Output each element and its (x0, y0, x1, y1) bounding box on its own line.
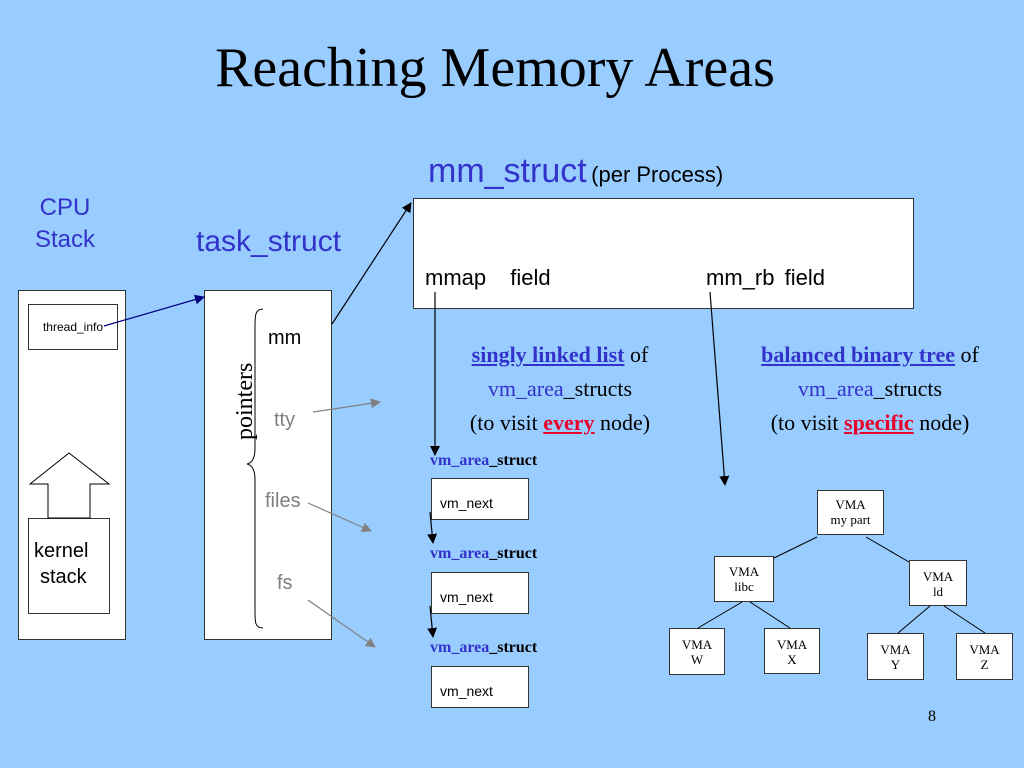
page-number: 8 (928, 708, 936, 725)
vm-area-label-3-b: _struct (489, 639, 538, 656)
tree-vm-area-text: vm_area (797, 376, 874, 401)
vm-area-label-1-b: _struct (489, 452, 538, 469)
list-visit-prefix: (to visit (469, 410, 538, 435)
vma-x-node: VMA X (764, 628, 820, 674)
tree-visit-suffix: node) (919, 410, 970, 435)
vm-area-struct-1: vm_next (431, 478, 529, 520)
vma-w-l1: VMA (681, 637, 713, 652)
kernel-label-line2: stack (40, 566, 87, 588)
cpu-stack-label: CPU Stack (20, 192, 110, 256)
field-tty: tty (274, 409, 296, 431)
list-of-text: of (630, 342, 649, 367)
field-mm: mm (268, 327, 302, 349)
mmap-field-name: mmap (425, 265, 487, 290)
mm-struct-heading: mm_struct (per Process) (428, 152, 723, 191)
vma-y-l1: VMA (880, 642, 911, 657)
vma-root-node: VMA my part (817, 490, 884, 535)
kernel-stack-label: kernel stack (34, 538, 88, 590)
balanced-binary-tree-link[interactable]: balanced binary tree (761, 342, 956, 367)
vma-z-l2: Z (980, 657, 989, 672)
vm-area-struct-2: vm_next (431, 572, 529, 614)
mm-rb-field-suffix: field (784, 265, 825, 290)
mmap-field: mmap field (425, 265, 551, 291)
vma-libc-l2: libc (734, 579, 754, 594)
field-fs: fs (277, 572, 293, 594)
mm-rb-field-name: mm_rb (706, 265, 775, 290)
list-description: singly linked list of vm_area_structs (t… (410, 338, 710, 440)
mm-to-mm-struct-arrow (331, 202, 412, 325)
mm-struct-subtitle: (per Process) (591, 162, 724, 187)
mm-rb-field: mm_rb field (706, 265, 825, 291)
vma-y-l2: Y (890, 657, 901, 672)
vm-next-field-3: vm_next (440, 683, 493, 699)
tree-edge-root-libc (773, 536, 818, 559)
task-struct-box (204, 290, 332, 640)
vm-next-field-1: vm_next (440, 495, 493, 511)
tree-edge-ld-y (897, 605, 931, 634)
cpu-label-line1: CPU (39, 194, 91, 221)
vma-x-l2: X (787, 652, 797, 667)
vma-libc-node: VMA libc (714, 556, 774, 602)
vm-area-label-2-b: _struct (489, 545, 538, 562)
vm-next-field-2: vm_next (440, 589, 493, 605)
vma-root-l2: my part (830, 512, 871, 527)
vma-w-node: VMA W (669, 628, 725, 675)
vma-ld-l1: VMA (922, 569, 954, 584)
cpu-label-line2: Stack (34, 226, 96, 253)
thread-info-label: thread_info (42, 320, 104, 334)
vm-area-label-2: vm_area_struct (430, 545, 537, 563)
slide-title: Reaching Memory Areas (215, 37, 775, 99)
vm-area-struct-3: vm_next (431, 666, 529, 708)
vma-x-l1: VMA (776, 637, 808, 652)
tree-edge-libc-w (697, 601, 743, 629)
thread-info-box: thread_info (28, 304, 118, 350)
tree-edge-libc-x (749, 601, 791, 629)
vma-ld-l2: ld (932, 584, 944, 599)
vm-area-label-2-a: vm_area (430, 545, 490, 562)
list-vm-area-text: vm_area (487, 376, 564, 401)
vma-y-node: VMA Y (867, 633, 924, 680)
vm-area-label-1-a: vm_area (430, 452, 490, 469)
mm-struct-box (413, 198, 914, 309)
kernel-label-line1: kernel (34, 540, 89, 562)
list-structs-text: _structs (563, 376, 633, 401)
kernel-stack-box (28, 518, 110, 614)
vma-libc-l1: VMA (728, 564, 760, 579)
vma-ld-node: VMA ld (909, 560, 967, 606)
vma-z-l1: VMA (969, 642, 1000, 657)
vm-area-label-3-a: vm_area (430, 639, 490, 656)
singly-linked-list-link[interactable]: singly linked list (471, 342, 625, 367)
tree-visit-prefix: (to visit (770, 410, 839, 435)
vm-area-label-1: vm_area_struct (430, 452, 537, 470)
mm-struct-label: mm_struct (428, 152, 587, 190)
tree-edge-root-ld (865, 536, 910, 563)
vma-z-node: VMA Z (956, 633, 1013, 680)
vma-w-l2: W (690, 652, 704, 667)
vm-area-label-3: vm_area_struct (430, 639, 537, 657)
tree-structs-text: _structs (873, 376, 943, 401)
tree-of-text: of (960, 342, 979, 367)
field-files: files (265, 490, 301, 512)
list-every-emphasis: every (543, 410, 595, 435)
mmap-field-suffix: field (510, 265, 551, 290)
tree-specific-emphasis: specific (844, 410, 914, 435)
vma-root-l1: VMA (835, 497, 866, 512)
task-struct-label: task_struct (196, 225, 342, 258)
list-visit-suffix: node) (600, 410, 651, 435)
tree-description: balanced binary tree of vm_area_structs … (720, 338, 1020, 440)
tree-edge-ld-z (943, 605, 986, 634)
